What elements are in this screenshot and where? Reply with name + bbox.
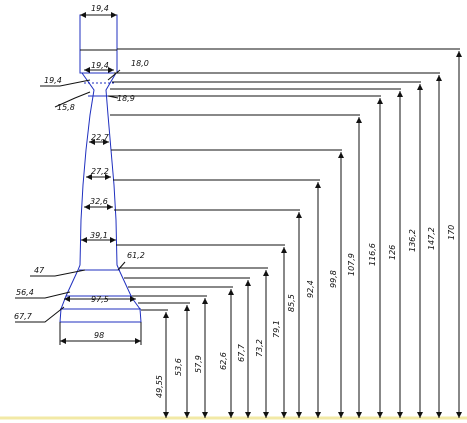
width-dimensions bbox=[59, 12, 142, 345]
dim-flare-left: 47 bbox=[34, 266, 45, 275]
dim-base-left: 56,4 bbox=[16, 288, 34, 297]
dim-d4: 39,1 bbox=[90, 231, 108, 240]
dim-neck-right-lower: 18,9 bbox=[117, 94, 135, 103]
dim-top-block: 19,4 bbox=[91, 4, 109, 13]
dim-d1: 22,7 bbox=[91, 133, 110, 142]
dim-neck-right: 18,0 bbox=[131, 59, 149, 68]
height-label: 99,8 bbox=[329, 270, 338, 288]
dim-neck-lower: 15,8 bbox=[57, 103, 75, 112]
height-label: 92,4 bbox=[306, 280, 315, 298]
height-label: 57,9 bbox=[194, 355, 203, 373]
height-label: 62,6 bbox=[219, 352, 228, 370]
dim-base-left-lower: 67,7 bbox=[14, 312, 33, 321]
height-label: 126 bbox=[388, 245, 397, 260]
height-label: 147,2 bbox=[427, 227, 436, 250]
dim-d3: 32,6 bbox=[90, 197, 108, 206]
height-label: 85,5 bbox=[287, 294, 296, 312]
dim-base-mid: 97,5 bbox=[91, 295, 109, 304]
height-labels: 49,55 53,6 57,9 62,6 67,7 73,2 79,1 85,5… bbox=[155, 225, 456, 398]
height-label: 116,6 bbox=[368, 243, 377, 266]
dim-flare-right: 61,2 bbox=[127, 251, 145, 260]
dim-neck-left: 19,4 bbox=[44, 76, 62, 85]
height-label: 73,2 bbox=[255, 339, 264, 357]
height-label: 170 bbox=[447, 225, 456, 240]
height-label: 107,9 bbox=[347, 253, 356, 276]
dim-d2: 27,2 bbox=[91, 167, 109, 176]
dim-block-bottom: 19,4 bbox=[91, 61, 109, 70]
height-label: 136,2 bbox=[408, 229, 417, 252]
height-label: 67,7 bbox=[237, 343, 246, 362]
leader-lines bbox=[15, 69, 126, 323]
height-label: 49,55 bbox=[155, 375, 164, 398]
height-label: 53,6 bbox=[174, 358, 183, 376]
height-dimensions bbox=[108, 48, 462, 418]
dim-base-bottom: 98 bbox=[94, 331, 104, 340]
height-label: 79,1 bbox=[272, 320, 281, 338]
